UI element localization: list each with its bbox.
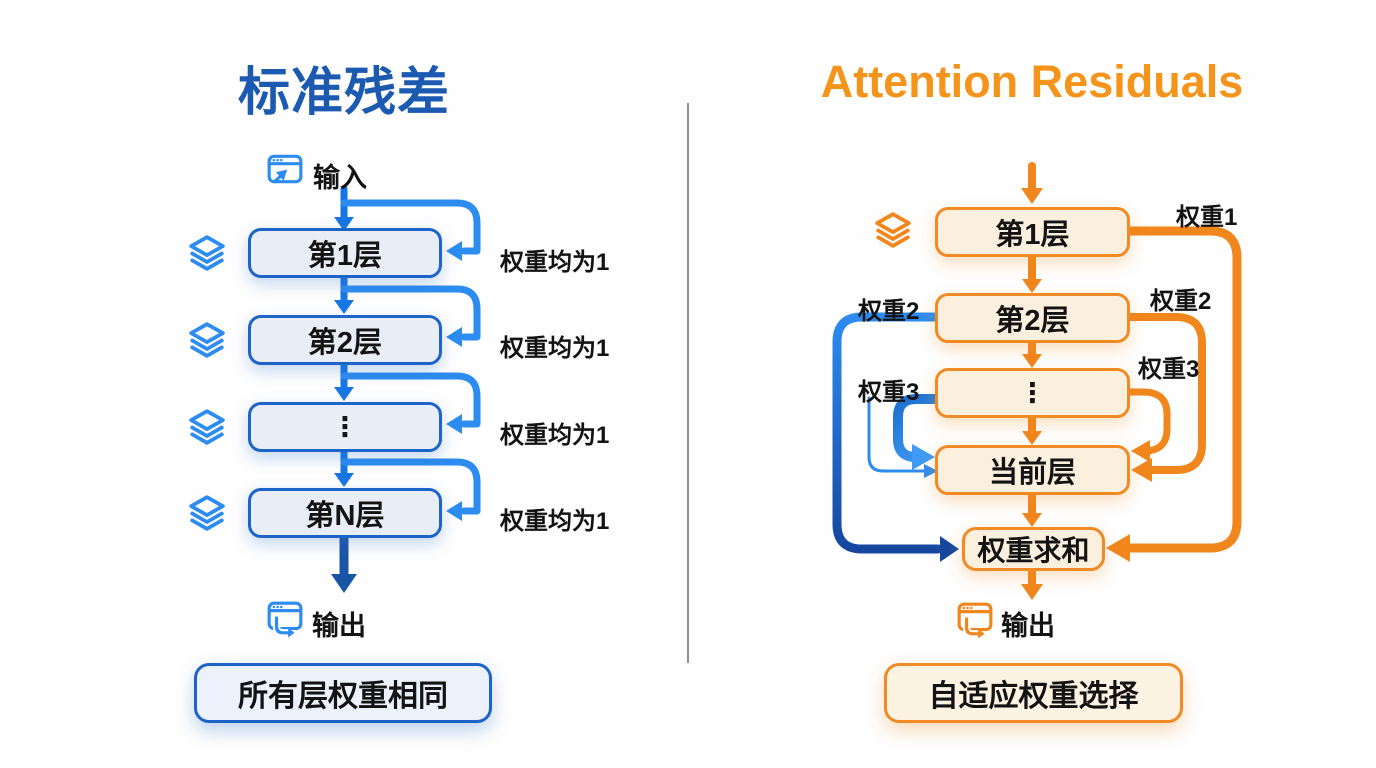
layers-icon: [189, 495, 225, 531]
left-skip-loop-3: [340, 372, 481, 428]
weight-label: 权重均为1: [500, 249, 610, 276]
weight-label: 权重均为1: [500, 508, 610, 535]
layers-icon: [875, 212, 911, 248]
layer-box-dots: ⋮: [935, 368, 1130, 418]
layer-box-label: 第2层: [307, 327, 383, 359]
left-panel-title: 标准残差: [237, 64, 450, 122]
layer-box-label: 权重求和: [977, 535, 1090, 566]
left-skip-loop-4: [340, 458, 481, 515]
right-orange-weight-lanes: [1123, 226, 1242, 553]
left-output-label: 输出: [312, 611, 366, 641]
right-arrowheads: [912, 188, 1152, 600]
layer-box-label: ⋮: [1019, 377, 1046, 408]
layers-icon: [189, 409, 225, 445]
weight2-label-left: 权重2: [858, 298, 920, 325]
weight3-label-left: 权重3: [858, 379, 920, 406]
right-output-label: 输出: [1001, 611, 1055, 641]
right-panel-title: Attention Residuals: [820, 56, 1244, 107]
left-arrowheads: [331, 217, 462, 593]
layer-box-label: 第2层: [995, 305, 1070, 337]
weight2-label-right: 权重2: [1150, 288, 1212, 315]
right-summary-text: 自适应权重选择: [928, 680, 1139, 713]
weight3-blue-lane-thick: [893, 394, 942, 462]
layer-box-2: 第2层: [935, 293, 1130, 343]
left-skip-loop-1: [340, 199, 481, 255]
window-input-icon: [267, 154, 303, 184]
left-summary-text: 所有层权重相同: [238, 680, 448, 713]
weight3-blue-lane-thin: [867, 396, 926, 473]
weight1-lane: [1123, 226, 1242, 553]
current-layer-box: 当前层: [935, 445, 1130, 495]
right-summary-box: 自适应权重选择: [884, 663, 1183, 723]
layer-box-label: 当前层: [988, 457, 1076, 489]
left-input-label: 输入: [313, 163, 367, 193]
window-output-icon: [267, 601, 303, 637]
panel-divider: [687, 103, 689, 663]
layer-box-label: 第1层: [307, 240, 383, 272]
right-blue-weight-lanes: [832, 312, 943, 554]
left-skip-loop-2: [340, 285, 481, 341]
layer-box-label: 第1层: [995, 219, 1070, 251]
layer-box-n: 第N层: [248, 488, 442, 538]
window-output-icon: [957, 602, 993, 638]
weight3-label-right: 权重3: [1138, 356, 1200, 383]
weight3-orange-lane: [1124, 388, 1171, 455]
weight-label: 权重均为1: [500, 335, 610, 362]
left-summary-box: 所有层权重相同: [194, 663, 492, 723]
layer-box-1: 第1层: [935, 207, 1130, 257]
layer-box-dots: ⋮: [248, 402, 442, 452]
weight-label: 权重均为1: [500, 422, 610, 449]
layer-box-2: 第2层: [248, 315, 442, 365]
layers-icon: [189, 235, 225, 271]
weight2-blue-lane: [832, 312, 943, 554]
layer-box-1: 第1层: [248, 228, 442, 278]
layer-box-label: ⋮: [331, 411, 359, 442]
layer-box-label: 第N层: [305, 500, 385, 532]
layers-icon: [189, 322, 225, 358]
weighted-sum-box: 权重求和: [962, 527, 1105, 571]
weight1-label: 权重1: [1176, 204, 1238, 231]
left-skip-loops: [340, 199, 481, 515]
weight2-orange-lane: [1124, 313, 1206, 474]
